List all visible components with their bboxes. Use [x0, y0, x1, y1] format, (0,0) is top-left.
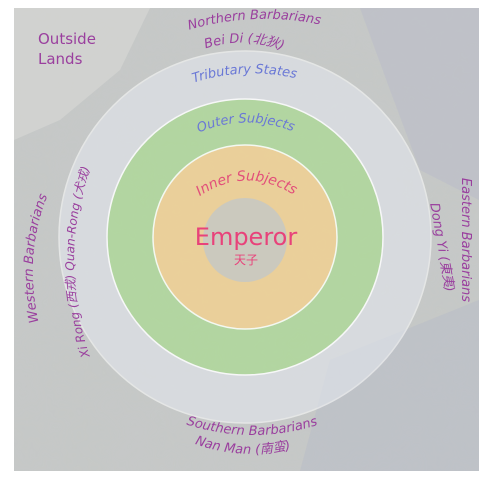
eastern-barbarians-label: Eastern Barbarians — [458, 178, 473, 302]
outside-lands-label-line2: Lands — [38, 50, 83, 68]
outside-lands-label-line1: Outside — [38, 30, 96, 48]
map-sea-patch-south — [300, 300, 479, 471]
map-sea-patch — [360, 8, 479, 200]
emperor-label: Emperor — [195, 223, 298, 251]
tianzi-chinese-label: 天子 — [234, 253, 258, 267]
map-land-patch — [14, 8, 150, 140]
core-emperor — [203, 198, 287, 282]
